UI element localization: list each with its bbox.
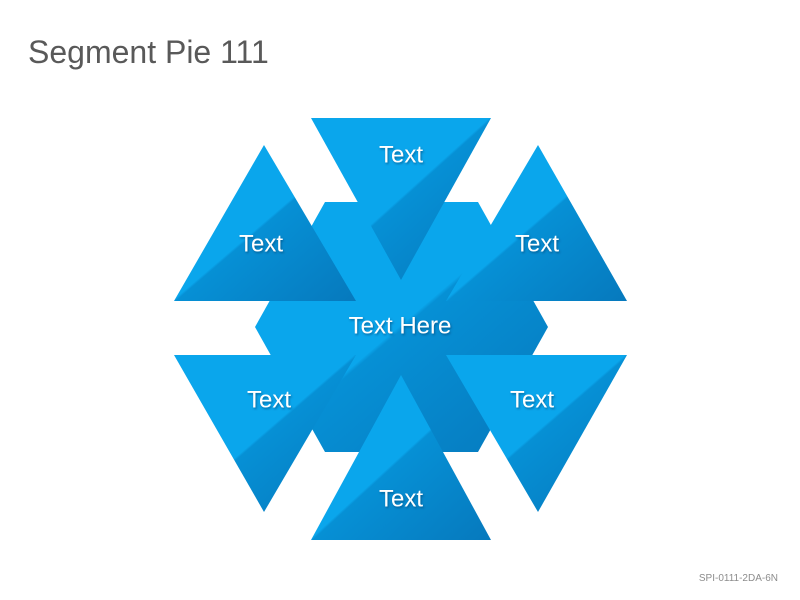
slide-code: SPI-0111-2DA-6N: [698, 573, 778, 584]
segment-upper-left: [174, 145, 356, 301]
segment-upper-left-label: Text: [239, 230, 283, 257]
center-label: Text Here: [349, 312, 452, 339]
segment-top-label: Text: [379, 141, 423, 168]
segment-top: [311, 118, 491, 280]
segment-bottom: [311, 375, 491, 540]
segment-lower-left: [174, 355, 356, 512]
segment-upper-right-label: Text: [515, 230, 559, 257]
segment-lower-left-label: Text: [247, 386, 291, 413]
segment-bottom-label: Text: [379, 485, 423, 512]
segment-lower-right: [446, 355, 627, 512]
page-title: Segment Pie 111: [28, 34, 269, 70]
segment-upper-right: [446, 145, 627, 301]
segment-lower-right-label: Text: [510, 386, 554, 413]
